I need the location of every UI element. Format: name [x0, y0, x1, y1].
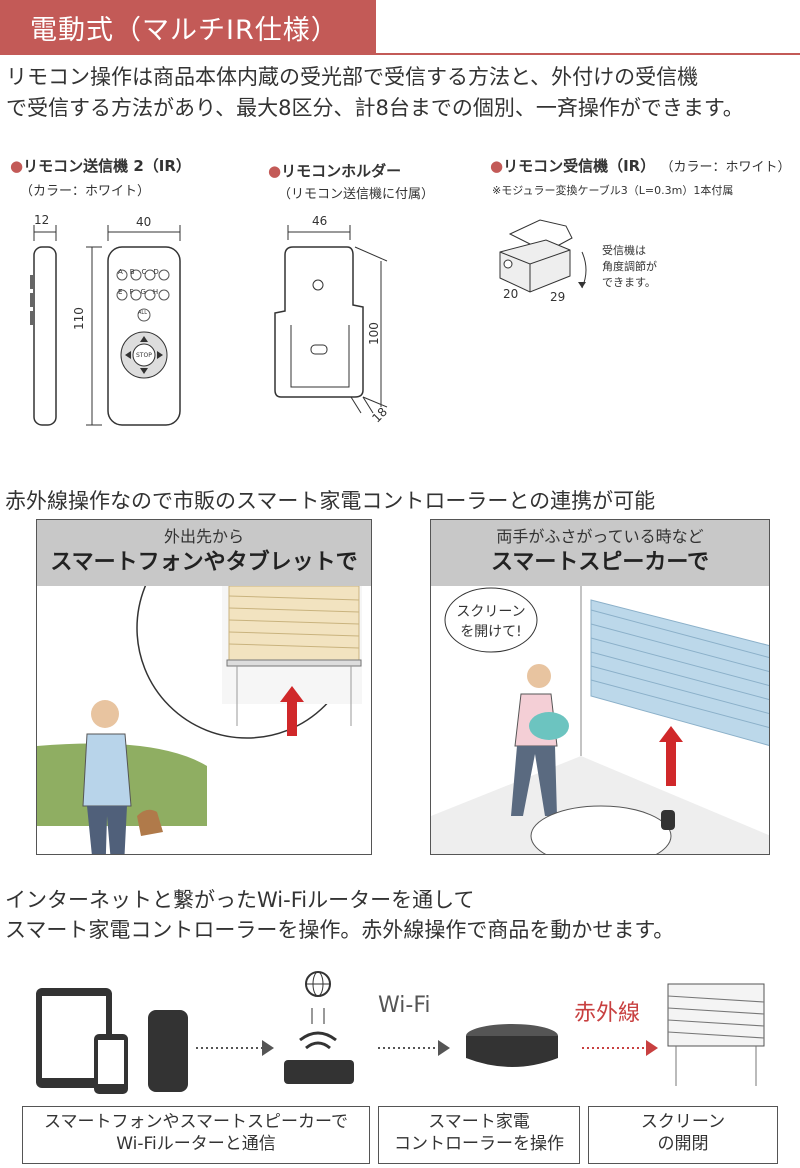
- infrared-label: 赤外線: [574, 1001, 641, 1026]
- flow-text-line2: スマート家電コントローラーを操作。赤外線操作で商品を動かせます。: [5, 918, 675, 942]
- button-b: B: [129, 268, 142, 276]
- panel-speaker-line1: 両手がふさがっている時など: [496, 527, 704, 546]
- holder-label: ●リモコンホルダー: [268, 162, 402, 180]
- caption-3-line1: スクリーン: [640, 1112, 726, 1132]
- holder-drawing: [274, 225, 388, 414]
- remote-dim-width: 40: [136, 215, 152, 229]
- holder-dim-height: 100: [367, 322, 381, 345]
- receiver-note: ※モジュラー変換ケーブル3（L=0.3m）1本付属: [492, 184, 734, 197]
- remote-drawing: [30, 225, 181, 426]
- button-a: A: [118, 268, 130, 276]
- remote-buttons-row1: ABCD: [118, 268, 166, 276]
- receiver-dim-a: 20: [503, 287, 519, 301]
- holder-name: リモコンホルダー: [281, 162, 402, 180]
- smart-heading: 赤外線操作なので市販のスマート家電コントローラーとの連携が可能: [5, 489, 656, 513]
- caption-open-close: スクリーン の開閉: [588, 1106, 778, 1164]
- router-icon: [284, 1060, 354, 1084]
- flow-diagram: [36, 971, 765, 1094]
- remote-label: ●リモコン送信機 2（IR）: [10, 157, 191, 175]
- screen-icon: [667, 983, 765, 1086]
- caption-3-line2: の開閉: [657, 1134, 709, 1154]
- angle-note-1: 受信機は: [602, 244, 646, 257]
- button-g: G: [140, 288, 153, 296]
- button-stop: STOP: [136, 352, 152, 359]
- remote-buttons-row2: EFGH: [118, 288, 165, 296]
- receiver-name: リモコン受信機（IR）: [503, 157, 656, 175]
- holder-note: （リモコン送信機に付属）: [278, 187, 435, 202]
- holder-dim-width: 46: [312, 214, 328, 228]
- flow-text-line1: インターネットと繋がったWi-Fiルーターを通して: [5, 888, 475, 912]
- button-e: E: [118, 288, 130, 296]
- panel-speaker: 両手がふさがっている時など スマートスピーカーで スクリーン を開けて!: [430, 519, 770, 855]
- button-d: D: [153, 268, 166, 276]
- panel-smartphone: 外出先から スマートフォンやタブレットで: [36, 519, 372, 855]
- caption-operate: スマート家電 コントローラーを操作: [378, 1106, 580, 1164]
- speech-bubble: スクリーン を開けて!: [447, 602, 535, 642]
- receiver-drawing: [499, 219, 587, 293]
- receiver-color: （カラー：ホワイト）: [660, 160, 791, 175]
- button-h: H: [152, 288, 166, 296]
- button-all: ALL: [138, 310, 147, 316]
- panel-smartphone-line2: スマートフォンやタブレットで: [50, 550, 358, 575]
- remote-color: （カラー：ホワイト）: [20, 184, 151, 199]
- wifi-label: Wi-Fi: [378, 993, 431, 1018]
- button-f: F: [129, 288, 141, 296]
- caption-2-line2: コントローラーを操作: [394, 1134, 564, 1154]
- intro-line-2: で受信する方法があり、最大8区分、計8台までの個別、一斉操作ができます。: [6, 96, 744, 120]
- angle-note-3: できます。: [602, 276, 656, 289]
- receiver-label: ●リモコン受信機（IR） （カラー：ホワイト）: [490, 157, 791, 175]
- intro-line-1: リモコン操作は商品本体内蔵の受光部で受信する方法と、外付けの受信機: [6, 65, 699, 89]
- caption-1-line1: スマートフォンやスマートスピーカーで: [44, 1112, 348, 1132]
- header-underline: [0, 53, 800, 55]
- caption-1-line2: Wi-Fiルーターと通信: [116, 1134, 276, 1154]
- intro-text: リモコン操作は商品本体内蔵の受光部で受信する方法と、外付けの受信機 で受信する方…: [6, 62, 796, 124]
- panel-smartphone-title: 外出先から スマートフォンやタブレットで: [37, 520, 371, 586]
- panel-smartphone-line1: 外出先から: [163, 527, 244, 546]
- receiver-dim-b: 29: [550, 290, 566, 304]
- remote-name: リモコン送信機 2（IR）: [23, 157, 191, 175]
- bubble-line2: を開けて!: [460, 624, 522, 640]
- panel-speaker-line2: スマートスピーカーで: [490, 550, 710, 575]
- button-c: C: [141, 268, 154, 276]
- section-title: 電動式（マルチIR仕様）: [30, 15, 339, 46]
- smartphone-illustration: [37, 520, 371, 854]
- angle-note-2: 角度調節が: [602, 260, 657, 273]
- caption-2-line1: スマート家電: [428, 1112, 530, 1132]
- remote-dim-height: 110: [72, 307, 86, 330]
- receiver-angle-note: 受信機は 角度調節が できます。: [602, 243, 657, 291]
- smart-speaker-icon: [148, 1010, 188, 1092]
- caption-communicate: スマートフォンやスマートスピーカーで Wi-Fiルーターと通信: [22, 1106, 370, 1164]
- speaker-illustration: [431, 586, 769, 854]
- section-header: 電動式（マルチIR仕様）: [0, 0, 376, 54]
- bubble-line1: スクリーン: [456, 604, 526, 620]
- panel-speaker-title: 両手がふさがっている時など スマートスピーカーで: [431, 520, 769, 586]
- remote-dim-depth: 12: [34, 213, 50, 227]
- flow-text: インターネットと繋がったWi-Fiルーターを通して スマート家電コントローラーを…: [5, 885, 674, 945]
